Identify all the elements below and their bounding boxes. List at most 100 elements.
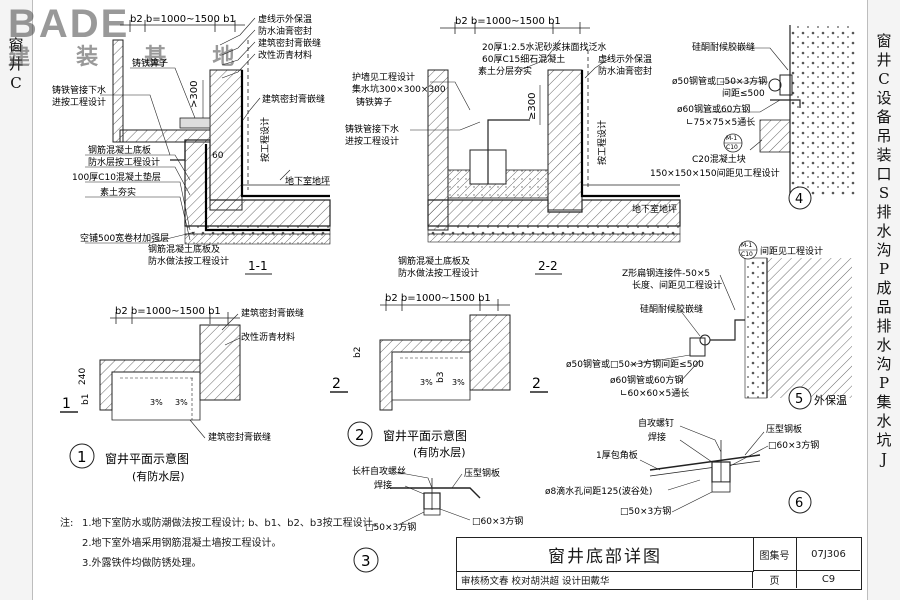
section-2-2-dim: b2 b=1000~1500 b1	[455, 16, 561, 27]
s11-label-13: 按工程设计	[259, 117, 271, 162]
detail-3: 长杆自攻螺丝 焊接 压型钢板 □50×3方钢 □60×3方钢 3	[352, 465, 523, 573]
plan-2-dim-b2: b2	[353, 347, 363, 358]
right-index-3: 设	[876, 89, 892, 107]
plan-1-dim: b2 b=1000~1500 b1	[115, 306, 221, 317]
d6-label-5: ø8滴水孔间距125(波谷处)	[545, 485, 652, 497]
right-index-18: P	[878, 374, 890, 392]
plan-1-title: 窗井平面示意图	[105, 451, 189, 466]
right-index-12: P	[878, 260, 890, 278]
s22-label-5: 护墙见工程设计	[352, 71, 415, 83]
s22-bottom-0: 钢筋混凝土底板及	[398, 255, 470, 267]
d6-label-4: 1厚包角板	[596, 449, 638, 461]
right-index-17: 沟	[876, 355, 892, 373]
right-index-6: 装	[876, 146, 892, 164]
s22-label-8: 铸铁管接下水	[345, 123, 399, 135]
d4-label-0: 硅酮耐候胶嵌缝	[692, 41, 755, 53]
note-2: 2.地下室外墙采用钢筋混凝土墙按工程设计。	[82, 538, 282, 549]
s22-label-3: 虚线示外保温	[598, 53, 652, 65]
right-index-5: 吊	[876, 127, 892, 145]
right-index-11: 沟	[876, 241, 892, 259]
s11-label-3: 改性沥青材料	[258, 49, 312, 61]
d6-label-6: □50×3方钢	[620, 505, 671, 517]
section-1-1-dim: b2 b=1000~1500 b1	[130, 14, 236, 25]
plan-2-slope-a: 3%	[420, 378, 433, 387]
atlas-number: 07J306	[797, 538, 860, 571]
d4-label-5: C20混凝土块	[692, 153, 746, 165]
s11-label-5: 铸铁管接下水	[52, 84, 106, 96]
d5-ref-top: M-1	[741, 242, 752, 249]
plan-1-subtitle: (有防水层)	[132, 469, 185, 483]
d5-label-2: 长度、间距见工程设计	[632, 279, 722, 291]
watermark-logo-en: BADE	[8, 2, 130, 46]
section-1-1-name: 1-1	[248, 259, 268, 273]
s11-label-1: 防水油膏密封	[258, 25, 312, 37]
notes-label: 注:	[60, 518, 74, 529]
s22-label-10: 按工程设计	[596, 120, 608, 165]
s22-label-2: 素土分层夯实	[478, 65, 532, 77]
section-2-2-dim-300: ≥300	[527, 93, 538, 120]
d5-label-0: 间距见工程设计	[760, 245, 823, 257]
s11-label-14: 地下室地坪	[285, 175, 330, 187]
right-index-4: 备	[876, 108, 892, 126]
right-index-10: 水	[876, 222, 892, 240]
d5-label-3: 硅酮耐候胶嵌缝	[640, 303, 703, 315]
right-index-13: 成	[876, 279, 892, 297]
d4-ref-top: M-1	[726, 135, 737, 142]
plan-2-num: 2	[355, 426, 365, 444]
plan-1: b2 b=1000~1500 b1 3% 3% 1 240 b1 建筑密封膏嵌缝…	[60, 306, 304, 483]
d4-label-4: ∟75×75×5通长	[686, 116, 755, 128]
right-index-20: 水	[876, 412, 892, 430]
plan-2-subtitle: (有防水层)	[413, 445, 466, 459]
s22-label-1: 60厚C15细石混凝土	[482, 53, 565, 65]
d6-label-1: 焊接	[648, 431, 666, 443]
d5-label-1: Z形扁钢连接件-50×5	[622, 267, 710, 279]
plan-1-label-2: 建筑密封膏嵌缝	[208, 431, 271, 443]
section-1-1-dim-300: >300	[189, 81, 200, 108]
atlas-label: 图集号	[753, 538, 797, 571]
plan-2-cut-mark: 2	[332, 376, 341, 392]
right-index-0: 窗	[876, 32, 892, 50]
d4-label-6: 150×150×150间距见工程设计	[650, 167, 780, 179]
page-number: C9	[821, 574, 836, 585]
plan-2-dim: b2 b=1000~1500 b1	[385, 293, 491, 304]
right-index-7: 口	[876, 165, 892, 183]
d5-num: 5	[795, 392, 803, 407]
detail-5: M-1 C10 间距见工程设计 Z形扁钢连接件-50×5 长度、间距见工程设计 …	[566, 240, 852, 410]
d3-label-2: 压型钢板	[464, 467, 500, 479]
plan-2-title: 窗井平面示意图	[383, 428, 467, 443]
d6-label-0: 自攻螺钉	[638, 417, 674, 429]
d6-num: 6	[795, 496, 803, 511]
s11-label-10: 100厚C10混凝土垫层	[72, 171, 161, 183]
right-index-8: S	[878, 184, 890, 202]
plan-1-label-1: 改性沥青材料	[241, 331, 295, 343]
right-index-16: 水	[876, 336, 892, 354]
detail-4: 硅酮耐候胶嵌缝 ø50钢管或□50×3方钢 间距≤500 ø60钢管或60方钢 …	[650, 25, 855, 210]
s22-bottom-1: 防水做法按工程设计	[398, 267, 479, 279]
plan-2-cut-mark-right: 2	[532, 376, 541, 392]
d3-label-1: 焊接	[374, 479, 392, 491]
plan-1-cut-mark: 1	[62, 396, 71, 412]
plan-1-num: 1	[77, 448, 87, 466]
d3-label-3: □50×3方钢	[365, 521, 416, 533]
s11-label-8: 钢筋混凝土底板	[88, 144, 151, 156]
plan-1-label-0: 建筑密封膏嵌缝	[241, 307, 304, 319]
s22-label-9: 进按工程设计	[345, 135, 399, 147]
right-index-19: 集	[876, 393, 892, 411]
d5-label-5: ø60钢管或60方钢	[610, 374, 683, 386]
s11-label-11: 素土夯实	[100, 186, 136, 198]
section-1-1: b2 b=1000~1500 b1 >300	[52, 13, 331, 275]
d5-ref-bot: C10	[741, 251, 753, 258]
d4-ref-bot: C10	[726, 144, 738, 151]
d5-caption: 外保温	[814, 393, 847, 407]
section-2-2: b2 b=1000~1500 b1 ≥300 20厚1:2.5水	[345, 16, 681, 279]
right-index-21: 坑	[876, 431, 892, 449]
title-block: 窗井底部详图 图集号 07J306 审核杨文春 校对胡洪超 设计田戴华 页 C9	[456, 537, 862, 590]
s11-label-7: 建筑密封膏嵌缝	[262, 93, 325, 105]
s22-label-4: 防水油膏密封	[598, 65, 652, 77]
d3-label-0: 长杆自攻螺丝	[352, 465, 406, 477]
s22-label-0: 20厚1:2.5水泥砂浆抹面找泛水	[482, 41, 607, 53]
d5-label-6: ∟60×60×5通长	[620, 387, 689, 399]
